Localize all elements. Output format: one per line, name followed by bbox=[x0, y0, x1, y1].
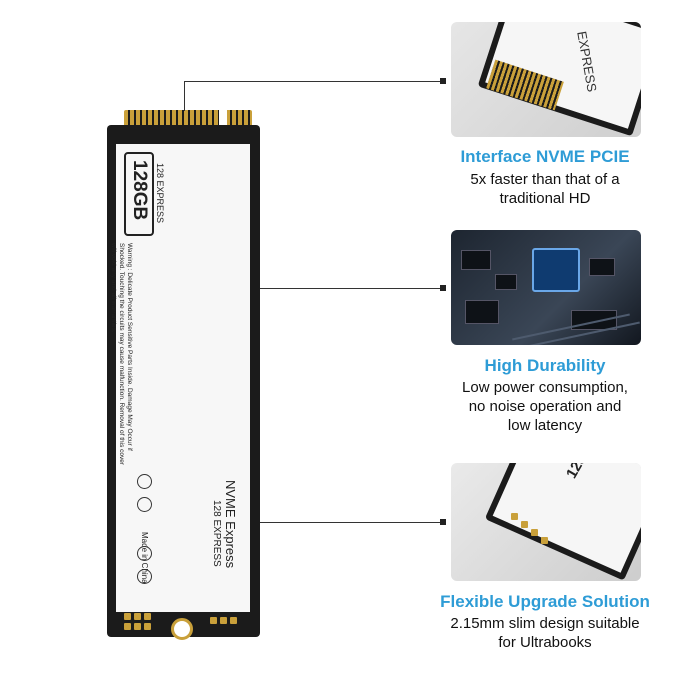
feature-desc-durability: Low power consumption, no noise operatio… bbox=[410, 378, 679, 435]
feature-image-upgrade: 128GB bbox=[451, 463, 641, 581]
controller-chip bbox=[532, 248, 580, 292]
feature-desc-interface: 5x faster than that of a traditional HD bbox=[410, 170, 679, 208]
ssd-key-notch bbox=[219, 108, 227, 138]
feature-desc-line: no noise operation and bbox=[468, 398, 622, 415]
feature-desc-upgrade: 2.15mm slim design suitable for Ultraboo… bbox=[410, 614, 679, 652]
feature-desc-line: 5x faster than that of a bbox=[470, 171, 620, 188]
connector-dot-3 bbox=[440, 519, 446, 525]
feature-desc-line: traditional HD bbox=[499, 190, 591, 207]
ce-icon bbox=[137, 474, 152, 489]
ssd-capacity: 128GB bbox=[129, 160, 150, 221]
connector-dot-2 bbox=[440, 285, 446, 291]
ssd-label bbox=[116, 144, 250, 612]
connector-dot-1 bbox=[440, 78, 446, 84]
ssd-warning: Warning : Delicate Product Sensitive Par… bbox=[110, 243, 133, 466]
feature-desc-line: for Ultrabooks bbox=[498, 634, 592, 651]
feature-desc-line: 2.15mm slim design suitable bbox=[450, 615, 640, 632]
rohs-icon bbox=[137, 569, 152, 584]
feature-title-durability: High Durability bbox=[484, 356, 606, 375]
ssd-series: 128 EXPRESS bbox=[155, 163, 165, 224]
feature-image-interface: EXPRESS bbox=[451, 22, 641, 137]
feature-title-interface: Interface NVME PCIE bbox=[460, 147, 630, 166]
connector-line-2 bbox=[260, 288, 442, 289]
connector-line-3 bbox=[260, 522, 442, 523]
feature-desc-line: low latency bbox=[507, 417, 583, 434]
connector-line-1a bbox=[184, 81, 185, 111]
ssd-screw-mount bbox=[171, 618, 193, 640]
ssd-product-name: NVME Express bbox=[223, 480, 238, 569]
fc-icon bbox=[137, 497, 152, 512]
connector-line-1b bbox=[184, 81, 442, 82]
ssd-product-sub: 128 EXPRESS bbox=[211, 500, 222, 567]
weee-icon bbox=[137, 546, 152, 561]
capacity-box bbox=[124, 152, 154, 236]
feature-title-upgrade: Flexible Upgrade Solution bbox=[440, 592, 650, 611]
feature-desc-line: Low power consumption, bbox=[462, 379, 628, 396]
